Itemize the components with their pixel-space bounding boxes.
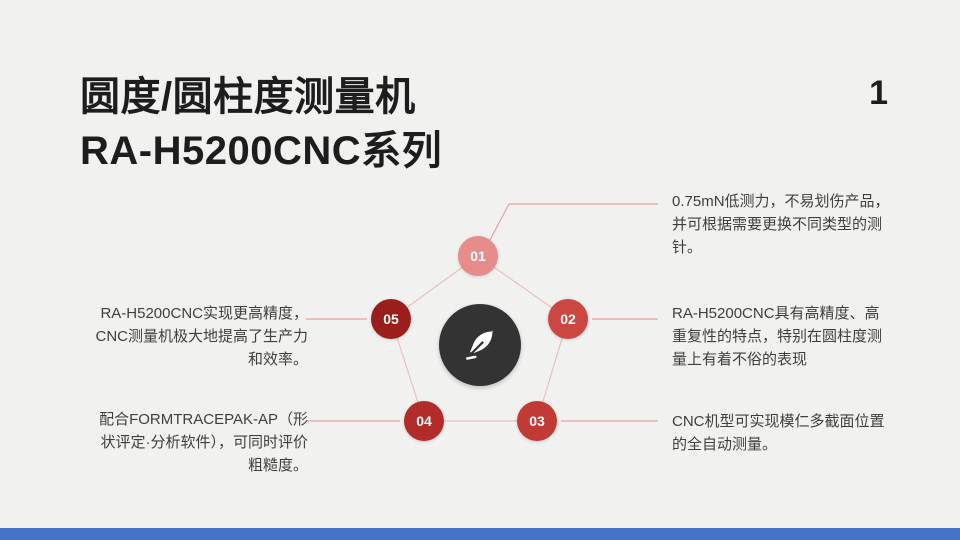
diagram-node-03: 03 bbox=[517, 401, 557, 441]
caption-item-01: 0.75mN低测力，不易划伤产品，并可根据需要更换不同类型的测针。 bbox=[672, 193, 890, 256]
quill-icon bbox=[461, 326, 499, 364]
slide-title-line2: RA-H5200CNC系列 bbox=[80, 129, 443, 173]
center-circle bbox=[439, 304, 521, 386]
footer-accent-bar bbox=[0, 528, 960, 540]
caption-item-05: RA-H5200CNC实现更高精度，CNC测量机极大地提高了生产力和效率。 bbox=[95, 305, 309, 368]
diagram-node-01: 01 bbox=[458, 236, 498, 276]
slide-title-line1: 圆度/圆柱度测量机 bbox=[80, 75, 416, 119]
page-number: 1 bbox=[869, 74, 888, 112]
diagram-node-04: 04 bbox=[404, 401, 444, 441]
caption-item-02: RA-H5200CNC具有高精度、高重复性的特点，特别在圆柱度测量上有着不俗的表… bbox=[672, 305, 883, 368]
diagram-node-02: 02 bbox=[548, 299, 588, 339]
diagram-node-05: 05 bbox=[371, 299, 411, 339]
slide-title: 圆度/圆柱度测量机 RA-H5200CNC系列 bbox=[80, 70, 442, 178]
caption-item-04: 配合FORMTRACEPAK-AP（形状评定·分析软件），可同时评价粗糙度。 bbox=[99, 411, 308, 474]
caption-item-03: CNC机型可实现模仁多截面位置的全自动测量。 bbox=[672, 413, 885, 453]
